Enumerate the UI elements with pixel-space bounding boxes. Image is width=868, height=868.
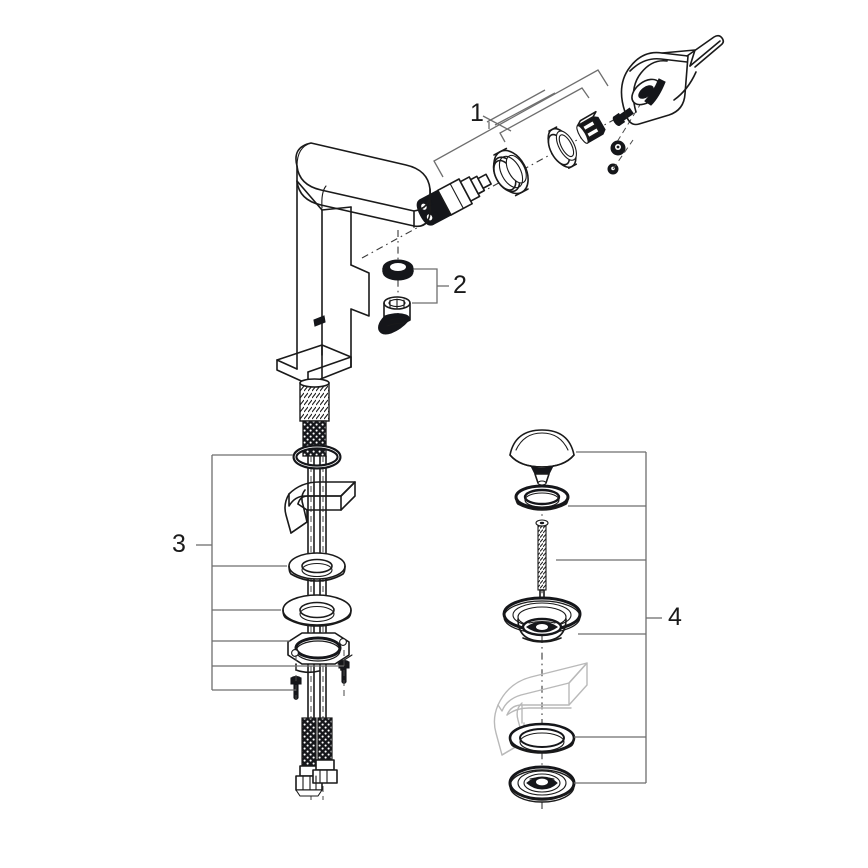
part-threaded-shank bbox=[299, 382, 330, 422]
part-waste-body bbox=[502, 596, 582, 643]
part-waste-locknut bbox=[508, 765, 576, 803]
part-threaded-rod bbox=[535, 519, 549, 599]
callout-number-1: 1 bbox=[470, 99, 484, 127]
part-o-ring bbox=[292, 444, 342, 470]
part-base-gasket bbox=[288, 552, 346, 582]
part-large-washer bbox=[282, 594, 352, 627]
part-stopper-seal bbox=[514, 484, 570, 511]
part-index-plug-cap bbox=[610, 140, 626, 156]
part-lever-handle bbox=[620, 34, 725, 126]
part-aerator-seal bbox=[382, 259, 414, 281]
group-1-cartridge-handle bbox=[361, 34, 725, 259]
part-cap-ring bbox=[492, 147, 529, 197]
callout-4-bracket bbox=[556, 451, 662, 784]
part-popup-stopper bbox=[509, 429, 575, 486]
part-retaining-ring bbox=[547, 126, 578, 169]
callout-number-2: 2 bbox=[453, 271, 467, 299]
part-hose-ends bbox=[295, 717, 338, 797]
part-counter-section bbox=[284, 481, 356, 534]
group-4-popup-waste bbox=[493, 429, 662, 810]
part-threaded-bushing bbox=[576, 110, 606, 144]
callout-1-leader bbox=[482, 115, 512, 132]
axis-plug-caps bbox=[612, 139, 634, 170]
callout-number-4: 4 bbox=[668, 603, 682, 631]
group-2-aerator bbox=[378, 230, 449, 335]
part-aerator-insert bbox=[378, 296, 411, 335]
group-3-mounting bbox=[196, 444, 356, 800]
part-supply-hoses bbox=[307, 455, 327, 800]
part-waste-washer bbox=[508, 722, 576, 754]
callout-number-3: 3 bbox=[172, 530, 186, 558]
callout-2-bracket bbox=[412, 268, 449, 304]
callout-1-bracket bbox=[433, 69, 609, 178]
callout-3-bracket bbox=[196, 454, 344, 691]
